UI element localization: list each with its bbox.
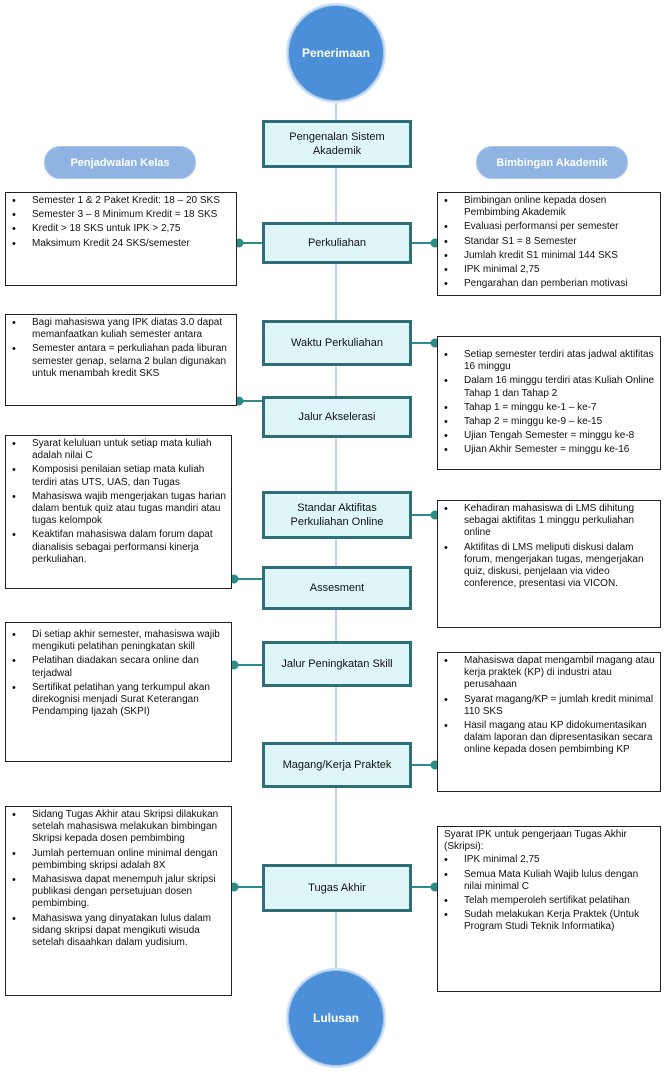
- note-bullet-item: Jumlah pertemuan online minimal dengan p…: [12, 848, 227, 872]
- note-bullet-item: Pelatihan diadakan secara online dan ter…: [12, 655, 227, 679]
- note-bullet-item: Jumlah kredit S1 minimal 144 SKS: [444, 250, 656, 262]
- note-bullet-item: IPK minimal 2,75: [444, 854, 656, 866]
- end-label: Lulusan: [312, 1011, 359, 1025]
- note-bullet-item: Semester 3 – 8 Minimum Kredit = 18 SKS: [12, 209, 232, 221]
- note-bullet-item: Mahasiswa dapat menempuh jalur skripsi p…: [12, 874, 227, 911]
- note-bullet-item: Ujian Akhir Semester = minggu ke-16: [444, 444, 656, 456]
- note-left-assesment: Syarat keluluan untuk setiap mata kuliah…: [5, 435, 232, 589]
- note-bullet-item: Sertifikat pelatihan yang terkumpul akan…: [12, 682, 227, 719]
- note-bullet-item: Semua Mata Kuliah Wajib lulus dengan nil…: [444, 869, 656, 893]
- start-label: Penerimaan: [301, 46, 371, 60]
- stage-waktu-perkuliahan: Waktu Perkuliahan: [262, 320, 412, 366]
- note-bullet-item: Maksimum Kredit 24 SKS/semester: [12, 238, 232, 250]
- note-right-tugas-akhir: Syarat IPK untuk pengerjaan Tugas Akhir …: [437, 826, 661, 992]
- stage-magang: Magang/Kerja Praktek: [262, 742, 412, 788]
- note-left-akselerasi: Bagi mahasiswa yang IPK diatas 3.0 dapat…: [5, 314, 237, 406]
- note-right-standar: Kehadiran mahasiswa di LMS dihitung seba…: [437, 500, 661, 628]
- note-right-perkuliahan: Bimbingan online kepada dosen Pembimbing…: [437, 192, 661, 296]
- stage-jalur-akselerasi: Jalur Akselerasi: [262, 396, 412, 438]
- note-bullet-item: Komposisi penilaian setiap mata kuliah t…: [12, 464, 227, 488]
- note-bullet-item: IPK minimal 2,75: [444, 264, 656, 276]
- note-bullet-item: Tahap 2 = minggu ke-9 – ke-15: [444, 416, 656, 428]
- note-right-magang: Mahasiswa dapat mengambil magang atau ke…: [437, 652, 661, 792]
- note-bullet-item: Bagi mahasiswa yang IPK diatas 3.0 dapat…: [12, 317, 232, 341]
- note-bullet-item: Mahasiswa wajib mengerjakan tugas harian…: [12, 491, 227, 528]
- start-circle: Penerimaan: [286, 3, 386, 103]
- note-bullet-item: Sudah melakukan Kerja Praktek (Untuk Pro…: [444, 909, 656, 933]
- note-bullet-item: Mahasiswa yang dinyatakan lulus dalam si…: [12, 913, 227, 950]
- note-bullet-item: Setiap semester terdiri atas jadwal akti…: [444, 349, 656, 373]
- note-bullet-item: Telah memperoleh sertifikat pelatihan: [444, 895, 656, 907]
- note-left-skill: Di setiap akhir semester, mahasiswa waji…: [5, 622, 232, 762]
- header-right-pill: Bimbingan Akademik: [476, 146, 628, 179]
- note-bullet-item: Kredit > 18 SKS untuk IPK > 2,75: [12, 223, 232, 235]
- note-bullet-item: Dalam 16 minggu terdiri atas Kuliah Onli…: [444, 375, 656, 399]
- note-bullet-item: Standar S1 = 8 Semester: [444, 236, 656, 248]
- note-bullet-item: Kehadiran mahasiswa di LMS dihitung seba…: [444, 503, 656, 540]
- stage-jalur-peningkatan-skill: Jalur Peningkatan Skill: [262, 641, 412, 687]
- note-bullet-item: Evaluasi performansi per semester: [444, 221, 656, 233]
- stage-tugas-akhir: Tugas Akhir: [262, 864, 412, 912]
- end-circle: Lulusan: [286, 968, 386, 1068]
- header-left-pill: Penjadwalan Kelas: [44, 146, 196, 179]
- note-bullet-item: Aktifitas di LMS meliputi diskusi dalam …: [444, 542, 656, 591]
- header-left-label: Penjadwalan Kelas: [70, 156, 170, 169]
- stage-assesment: Assesment: [262, 566, 412, 610]
- note-bullet-item: Pengarahan dan pemberian motivasi: [444, 278, 656, 290]
- note-bullet-item: Semester antara = perkuliahan pada libur…: [12, 343, 232, 380]
- note-bullet-item: Di setiap akhir semester, mahasiswa waji…: [12, 629, 227, 653]
- stage-standar-aktifitas: Standar Aktifitas Perkuliahan Online: [262, 491, 412, 539]
- note-bullet-item: Mahasiswa dapat mengambil magang atau ke…: [444, 655, 656, 692]
- note-bullet-item: Bimbingan online kepada dosen Pembimbing…: [444, 195, 656, 219]
- note-bullet-item: Hasil magang atau KP didokumentasikan da…: [444, 720, 656, 757]
- note-left-tugas-akhir: Sidang Tugas Akhir atau Skripsi dilakuka…: [5, 806, 232, 996]
- note-bullet-item: Sidang Tugas Akhir atau Skripsi dilakuka…: [12, 809, 227, 846]
- header-right-label: Bimbingan Akademik: [496, 156, 608, 169]
- note-left-perkuliahan: Semester 1 & 2 Paket Kredit: 18 – 20 SKS…: [5, 192, 237, 286]
- note-bullet-item: Semester 1 & 2 Paket Kredit: 18 – 20 SKS: [12, 195, 232, 207]
- stage-pengenalan: Pengenalan Sistem Akademik: [262, 120, 412, 168]
- note-bullet-item: Ujian Tengah Semester = minggu ke-8: [444, 430, 656, 442]
- note-bullet-item: Syarat keluluan untuk setiap mata kuliah…: [12, 438, 227, 462]
- note-right-waktu: Setiap semester terdiri atas jadwal akti…: [437, 336, 661, 470]
- note-bullet-item: Syarat magang/KP = jumlah kredit minimal…: [444, 694, 656, 718]
- stage-perkuliahan: Perkuliahan: [262, 222, 412, 264]
- note-right-tugas-akhir-intro: Syarat IPK untuk pengerjaan Tugas Akhir …: [444, 829, 627, 853]
- note-bullet-item: Keaktifan mahasiswa dalam forum dapat di…: [12, 529, 227, 566]
- note-bullet-item: Tahap 1 = minggu ke-1 – ke-7: [444, 402, 656, 414]
